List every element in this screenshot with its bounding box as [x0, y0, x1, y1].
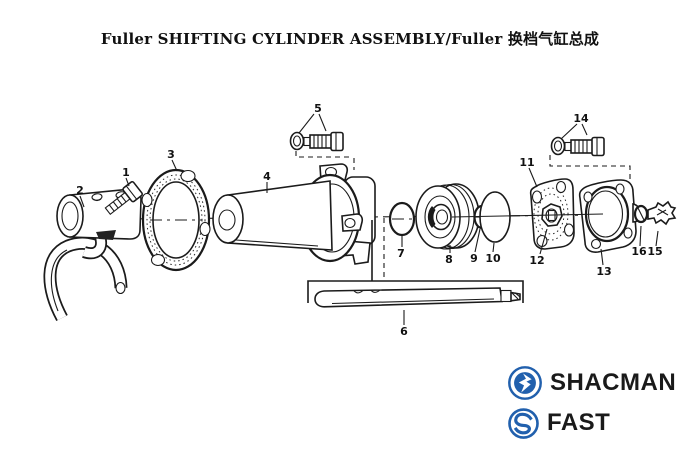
part-oval-gasket	[141, 168, 211, 272]
page-title: Fuller SHIFTING CYLINDER ASSEMBLY/Fuller…	[100, 30, 600, 48]
callout-label-9: 9	[470, 252, 478, 265]
part-shift-shaft	[314, 287, 521, 308]
fast-logo: FAST	[506, 403, 696, 443]
callout-label-8: 8	[445, 253, 453, 266]
callout-label-10: 10	[485, 252, 501, 265]
callout-label-5: 5	[314, 102, 322, 115]
alignment-line	[451, 213, 604, 218]
callout-label-3: 3	[167, 148, 175, 161]
callout-label-11: 11	[519, 156, 534, 169]
callout-label-15: 15	[647, 245, 662, 258]
part-shift-fork	[43, 188, 142, 322]
part-air-fitting-right	[550, 136, 605, 157]
callout-label-2: 2	[76, 184, 84, 197]
callout-label-16: 16	[631, 245, 647, 258]
part-clip-ring	[633, 204, 649, 224]
brand-logos: SHACMAN FAST	[506, 363, 696, 443]
part-cylinder-body	[212, 163, 376, 265]
shacman-label: SHACMAN	[550, 369, 677, 396]
part-end-cover	[578, 179, 641, 253]
shacman-lightning-icon	[508, 366, 542, 400]
part-large-o-ring	[479, 191, 511, 243]
callout-label-12: 12	[529, 254, 544, 267]
part-piston	[415, 183, 480, 250]
shacman-logo: SHACMAN	[506, 363, 696, 403]
part-end-gasket	[529, 178, 575, 250]
fitting-right-locator-dashes	[549, 155, 631, 181]
fast-label: FAST	[547, 409, 611, 436]
callout-label-6: 6	[400, 325, 408, 338]
callout-numbers: 1 2 3 4 5 6 7 8 9 10 11 12 13 14 15 16	[76, 102, 662, 338]
callout-label-4: 4	[263, 170, 271, 183]
callout-label-1: 1	[122, 166, 130, 179]
callout-label-13: 13	[596, 265, 611, 278]
shaft-bracket	[307, 280, 524, 303]
part-air-fitting-left	[289, 131, 344, 152]
fitting-left-locator-dashes	[295, 151, 385, 280]
callout-label-7: 7	[397, 247, 405, 260]
callout-leaders	[79, 113, 659, 325]
fast-gear-icon	[508, 407, 539, 439]
part-breather-valve	[647, 200, 677, 226]
part-bolt	[104, 180, 143, 216]
callout-label-14: 14	[573, 112, 589, 125]
